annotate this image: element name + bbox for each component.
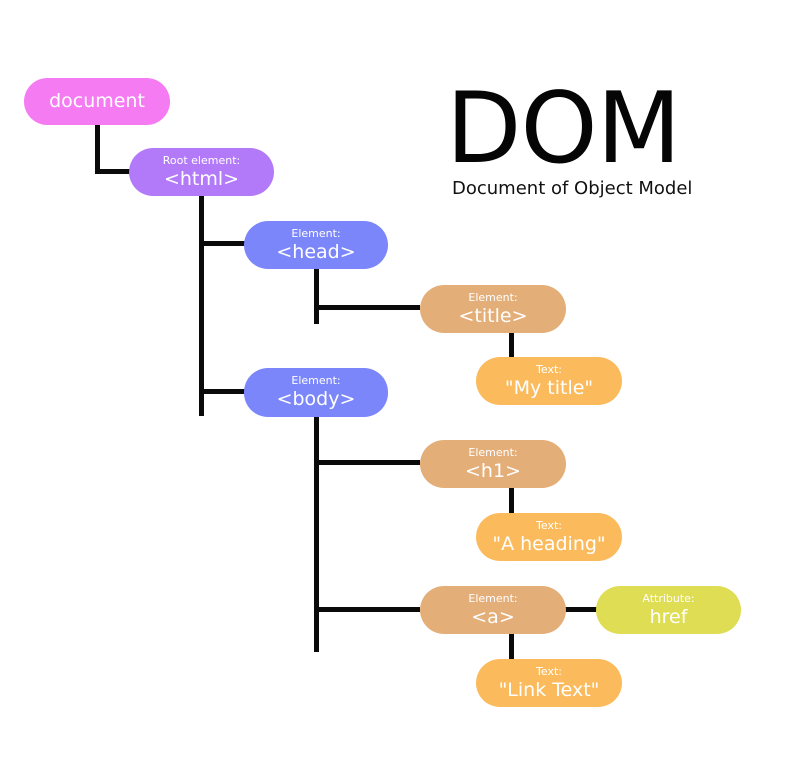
connector-html-trunk (199, 195, 204, 416)
title-node: Element: <title> (420, 285, 566, 333)
connector-head-title (314, 305, 420, 310)
connector-body-trunk (314, 416, 319, 652)
connector-html-head (199, 241, 245, 246)
a-attribute-kind: Attribute: (642, 591, 695, 605)
a-value: <a> (471, 605, 515, 628)
connector-h1-text (509, 487, 514, 515)
body-node: Element: <body> (244, 368, 388, 417)
h1-kind: Element: (468, 445, 518, 459)
h1-text-value: "A heading" (492, 532, 606, 555)
h1-node: Element: <h1> (420, 440, 566, 488)
title-text-node: Text: "My title" (476, 357, 622, 405)
connector-body-a (314, 607, 420, 612)
a-text-node: Text: "Link Text" (476, 659, 622, 707)
h1-text-node: Text: "A heading" (476, 513, 622, 561)
title-text-kind: Text: (536, 362, 562, 376)
title-value: <title> (458, 304, 528, 327)
connector-document-vertical (95, 122, 100, 174)
h1-value: <h1> (465, 459, 521, 482)
diagram-subtitle: Document of Object Model (452, 178, 693, 199)
connector-a-text (509, 632, 514, 660)
body-kind: Element: (291, 374, 341, 387)
head-kind: Element: (291, 226, 341, 240)
connector-body-h1 (314, 460, 420, 465)
title-text-value: "My title" (504, 376, 594, 399)
head-value: <head> (276, 240, 356, 263)
h1-text-kind: Text: (536, 518, 562, 532)
diagram-title: DOM (446, 72, 681, 186)
html-value: <html> (163, 167, 240, 190)
body-value: <body> (276, 388, 356, 411)
a-node: Element: <a> (420, 586, 566, 634)
connector-html-body (199, 389, 245, 394)
connector-document-horizontal (95, 169, 131, 174)
title-kind: Element: (468, 290, 518, 304)
document-label: document (49, 90, 145, 113)
connector-head-trunk (314, 268, 319, 324)
html-node: Root element: <html> (129, 148, 274, 196)
connector-a-attribute (565, 607, 599, 612)
a-attribute-value: href (649, 605, 688, 628)
a-kind: Element: (468, 591, 518, 605)
a-attribute-node: Attribute: href (596, 586, 741, 634)
connector-title-text (509, 330, 514, 358)
document-node: document (24, 78, 170, 125)
a-text-value: "Link Text" (498, 678, 600, 701)
head-node: Element: <head> (244, 221, 388, 269)
html-kind: Root element: (162, 153, 241, 167)
a-text-kind: Text: (536, 664, 562, 678)
